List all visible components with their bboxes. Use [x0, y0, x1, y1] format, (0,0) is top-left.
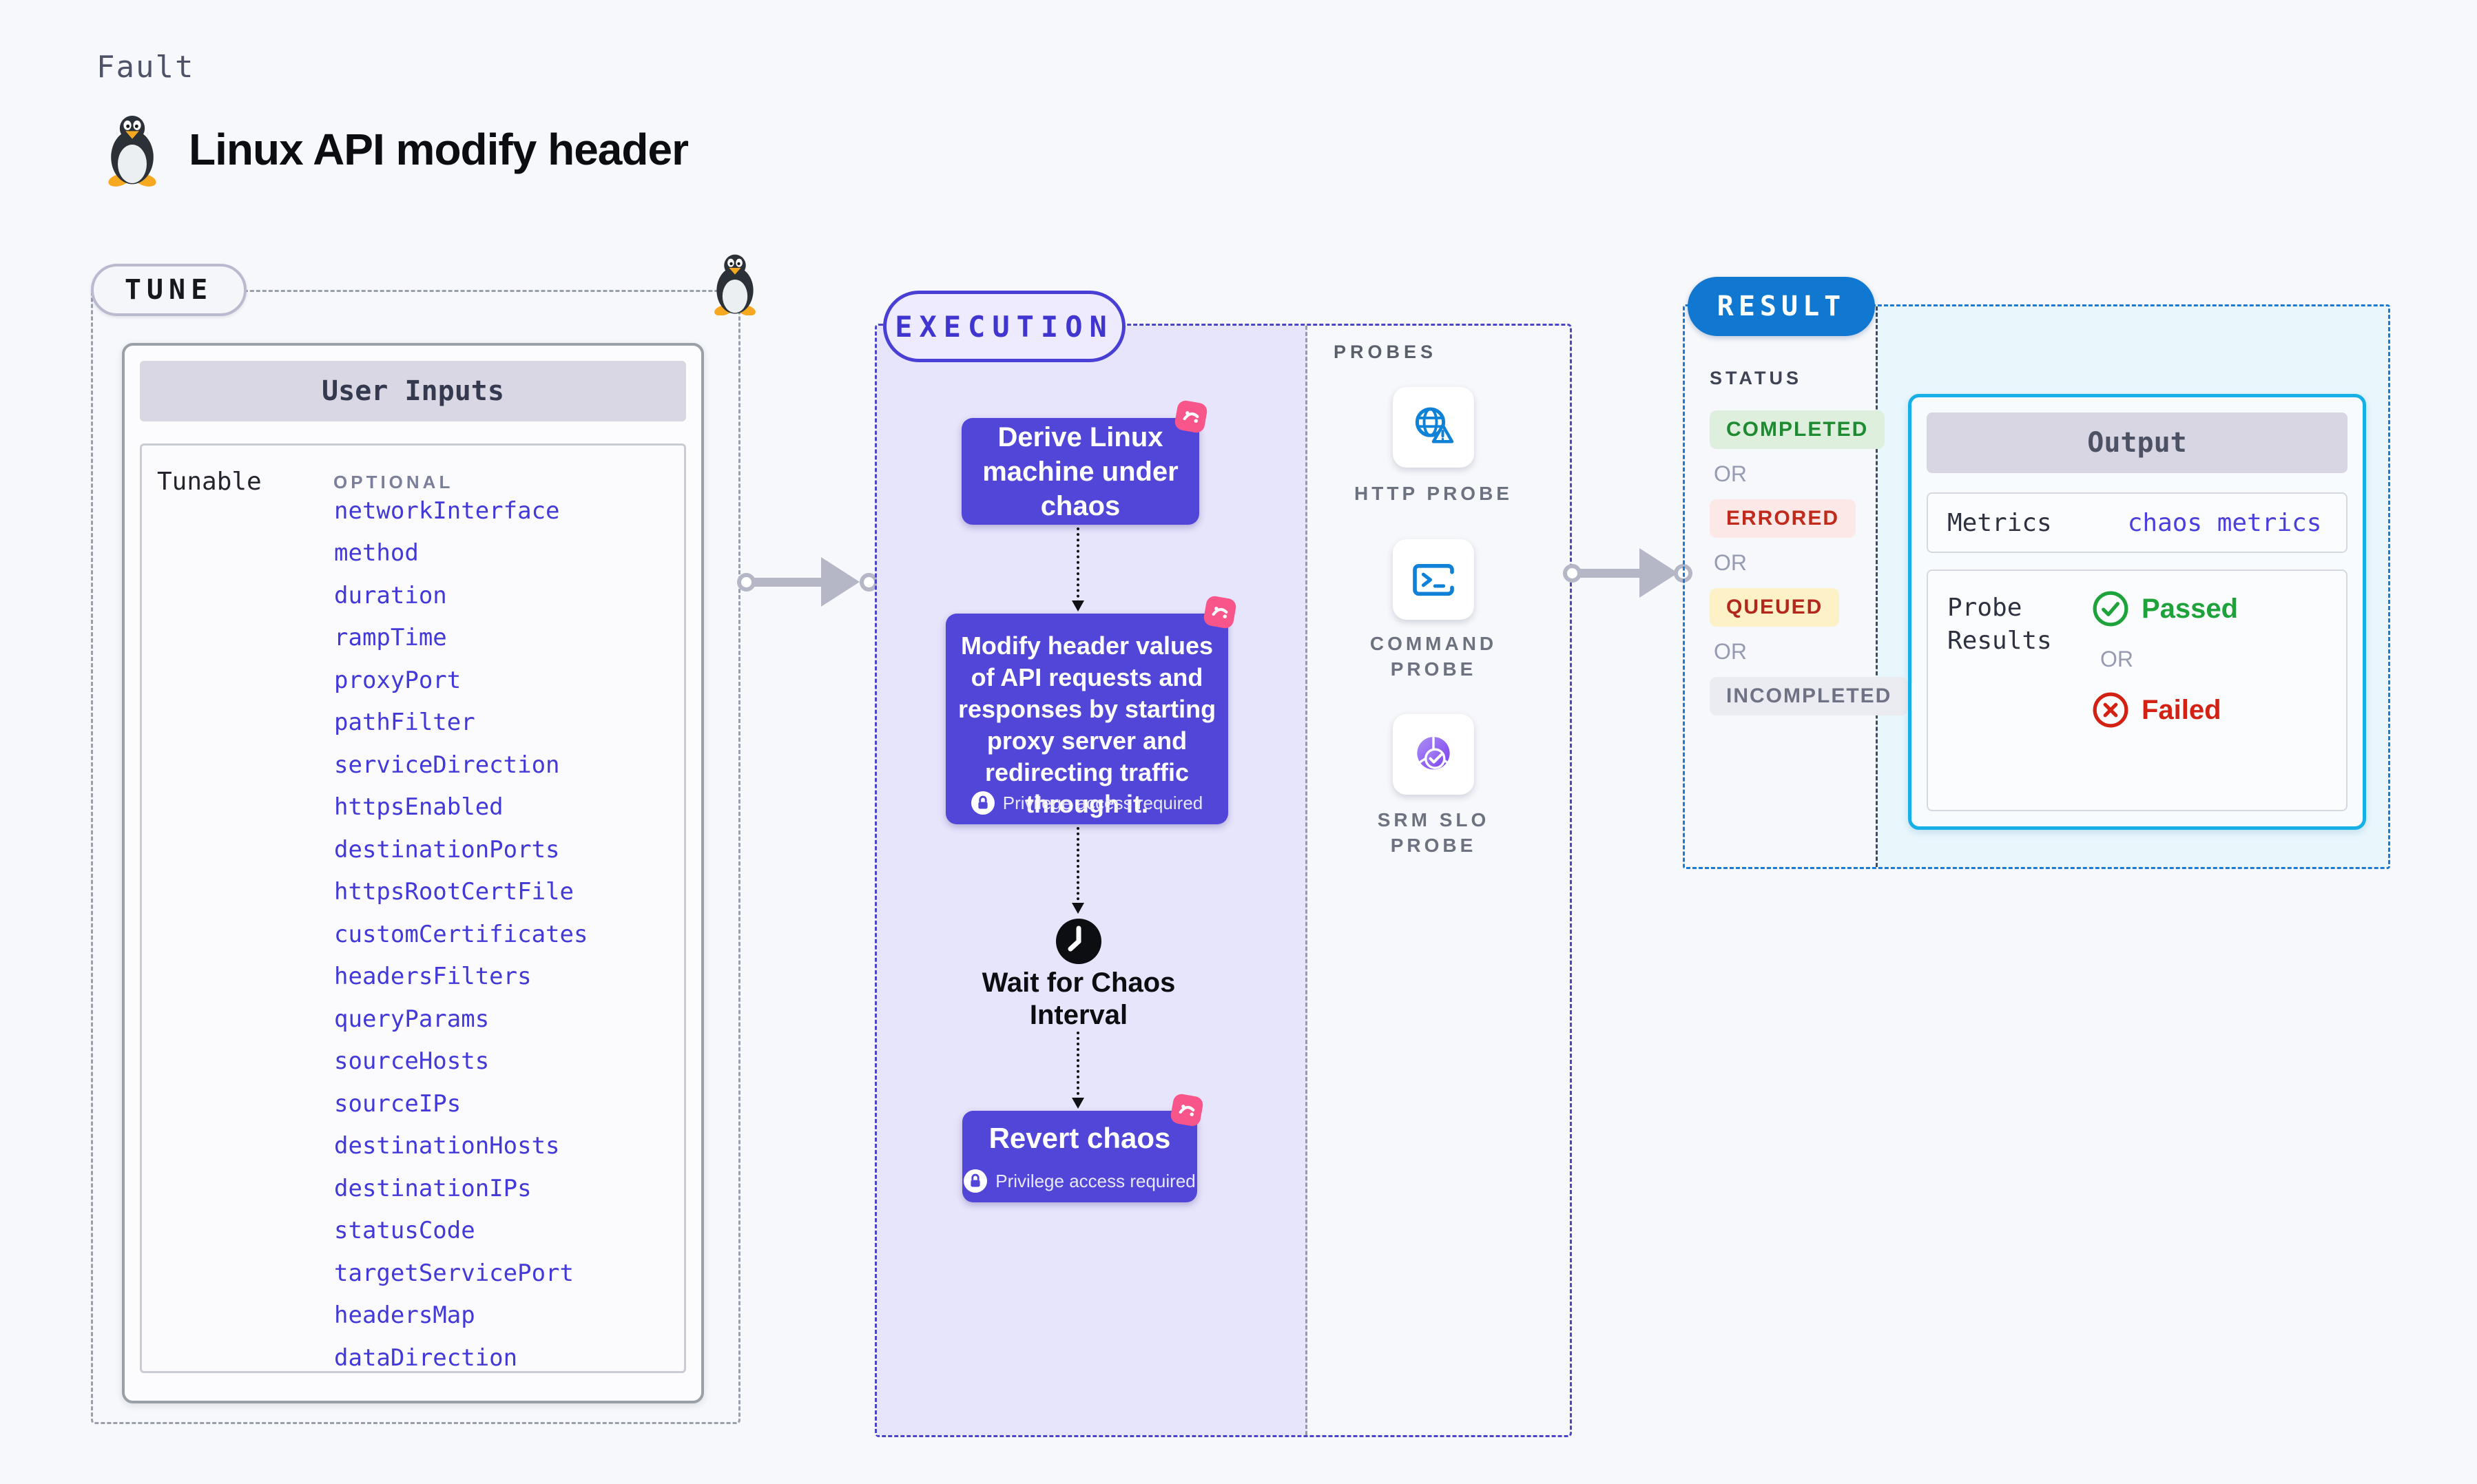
user-inputs-card: User Inputs Tunable OPTIONAL networkInte… [122, 343, 704, 1403]
fault-kicker: Fault [96, 50, 195, 85]
wait-interval-label: Wait for Chaos Interval [982, 968, 1176, 1030]
user-inputs-header: User Inputs [140, 361, 686, 421]
tunable-item: method [334, 539, 419, 567]
tunable-item: serviceDirection [334, 751, 560, 779]
connector-dot [1563, 564, 1582, 583]
connector-dot [737, 573, 756, 592]
http-probe-card [1393, 387, 1474, 468]
tunable-item: destinationIPs [334, 1174, 532, 1202]
passed-row: Passed [2092, 590, 2238, 627]
probe-results-values: Passed OR Failed [2092, 590, 2238, 729]
connector-arrowhead [821, 557, 860, 607]
tune-pill: TUNE [91, 264, 247, 316]
optional-label: OPTIONAL [333, 472, 454, 492]
or-separator: OR [2100, 647, 2133, 671]
circle-check-icon [2093, 591, 2128, 627]
flow-arrow [1072, 827, 1084, 914]
slo-check-icon [1417, 736, 1450, 769]
status-badge: INCOMPLETED [1710, 677, 1909, 715]
metrics-row: Metrics chaos metrics [1927, 492, 2348, 553]
derive-machine-node: Derive Linux machine under chaos [962, 418, 1199, 525]
execution-pill: EXECUTION [883, 291, 1126, 362]
output-header: Output [1927, 412, 2348, 473]
or-separator: OR [1714, 461, 1747, 486]
privilege-label: Privilege access required [1002, 792, 1203, 813]
status-badge: QUEUED [1710, 588, 1840, 627]
status-badge: ERRORED [1710, 499, 1856, 538]
modify-header-node: Modify header values of API requests and… [946, 614, 1228, 824]
passed-label: Passed [2142, 593, 2239, 624]
tunable-item: duration [334, 581, 447, 609]
revert-chaos-text: Revert chaos [988, 1122, 1171, 1154]
tux-penguin-icon [108, 116, 156, 187]
failed-label: Failed [2142, 694, 2221, 725]
privilege-row: Privilege access required [962, 1169, 1197, 1193]
tunable-item: pathFilter [334, 709, 475, 737]
tunable-item: sourceHosts [334, 1047, 490, 1076]
tunable-item: headersMap [334, 1302, 475, 1330]
or-separator: OR [1714, 550, 1747, 575]
tunable-item: statusCode [334, 1217, 475, 1245]
tunable-item: headersFilters [334, 963, 532, 991]
srm-slo-probe-card [1393, 714, 1474, 795]
derive-machine-text: Derive Linux machine under chaos [982, 421, 1179, 521]
connector-line [1580, 569, 1641, 578]
privilege-label: Privilege access required [995, 1170, 1196, 1191]
chaos-fault-icon [1174, 400, 1208, 433]
tunable-item: dataDirection [334, 1344, 518, 1372]
chaos-fault-icon [1170, 1094, 1203, 1127]
status-label: STATUS [1710, 368, 1802, 388]
connector-arrowhead [1639, 548, 1678, 598]
tune-section-box [91, 290, 740, 1424]
clock-icon [1056, 919, 1101, 964]
lock-icon [971, 791, 995, 815]
metrics-label: Metrics [1947, 508, 2052, 537]
flow-arrow [1072, 527, 1084, 612]
lock-icon [964, 1169, 988, 1193]
tunable-item: destinationPorts [334, 835, 560, 864]
command-probe-label: COMMAND PROBE [1369, 633, 1497, 680]
terminal-icon [1413, 563, 1454, 596]
status-list: COMPLETED OR ERRORED OR QUEUED OR INCOMPLETED [1710, 410, 1909, 715]
tunable-item: queryParams [334, 1005, 490, 1033]
output-card: Output Metrics chaos metrics Probe Resul… [1908, 394, 2366, 830]
probe-results-row: Probe Results Passed OR Failed [1927, 569, 2348, 811]
circle-x-icon [2093, 692, 2128, 728]
tunable-item: rampTime [334, 624, 447, 652]
tunable-item: httpsEnabled [334, 793, 504, 822]
failed-row: Failed [2092, 691, 2238, 729]
tunable-item: httpsRootCertFile [334, 878, 574, 906]
revert-chaos-node: Revert chaos Privilege access required [962, 1111, 1197, 1202]
probes-label: PROBES [1334, 342, 1438, 362]
probe-results-label: Probe Results [1947, 594, 2052, 655]
connector-line [754, 578, 822, 587]
privilege-row: Privilege access required [946, 791, 1228, 815]
tunable-item: customCertificates [334, 920, 588, 948]
tunable-item: networkInterface [334, 497, 560, 525]
http-probe-label: HTTP PROBE [1354, 483, 1513, 504]
status-badge: COMPLETED [1710, 410, 1885, 449]
tunables-list: networkInterface method duration rampTime pr… [334, 490, 588, 1379]
result-pill: RESULT [1688, 277, 1875, 336]
tunable-row-label: Tunable [157, 468, 262, 496]
tunable-item: sourceIPs [334, 1089, 462, 1118]
flow-arrow [1072, 1032, 1084, 1109]
metrics-value: chaos metrics [2127, 508, 2322, 537]
chaos-fault-icon [1203, 596, 1236, 629]
tunable-item: destinationHosts [334, 1132, 560, 1160]
page-title: Linux API modify header [189, 125, 689, 174]
srm-slo-probe-label: SRM SLO PROBE [1377, 809, 1490, 856]
or-separator: OR [1714, 639, 1747, 664]
globe-warning-icon [1415, 406, 1454, 443]
tux-penguin-icon-small [714, 254, 756, 315]
command-probe-card [1393, 539, 1474, 620]
modify-header-text: Modify header values of API requests and… [957, 631, 1216, 818]
tunables-panel: Tunable OPTIONAL networkInterface method d… [140, 443, 686, 1373]
tunable-item: proxyPort [334, 666, 462, 694]
tunable-item: targetServicePort [334, 1259, 574, 1287]
